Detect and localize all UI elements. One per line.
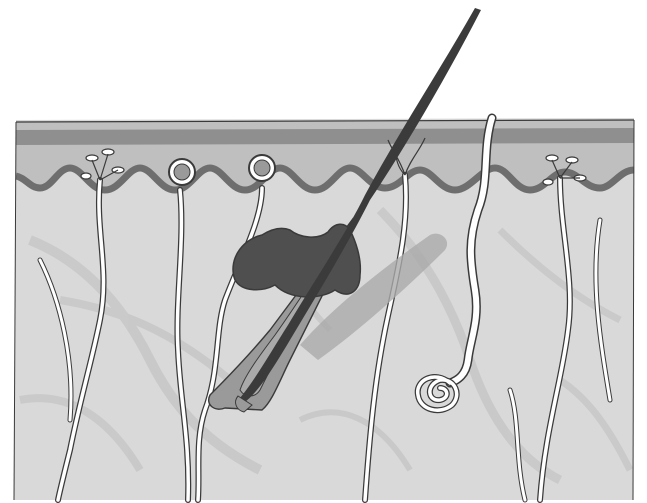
stratum-corneum [16, 128, 634, 145]
touch-corpuscle-1 [169, 159, 195, 185]
touch-corpuscle-2 [249, 155, 275, 181]
